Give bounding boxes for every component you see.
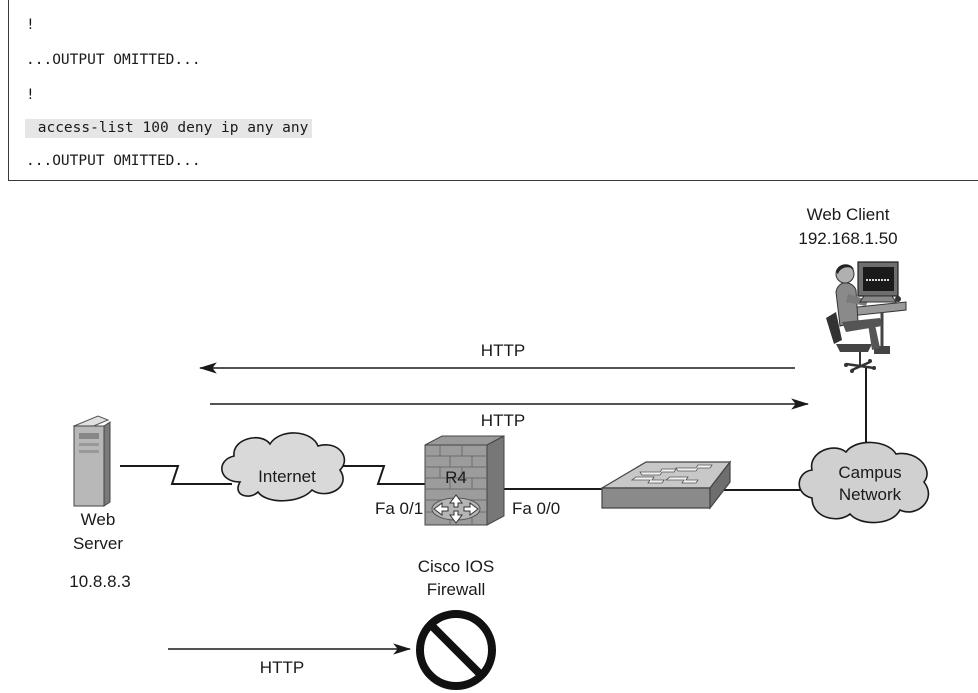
web-client-name: Web Client (806, 205, 890, 224)
web-server-icon (72, 415, 111, 507)
router-name: R4 (445, 468, 467, 487)
web-client-ip: 192.168.1.50 (798, 229, 898, 248)
http-label-middle: HTTP (480, 411, 526, 430)
interface-outside-label: Fa 0/1 (375, 499, 424, 518)
config-output-panel: ! ...OUTPUT OMITTED... ! access-list 100… (8, 0, 978, 181)
web-server-name-2: Server (72, 534, 124, 553)
serial-link-router (338, 465, 425, 485)
campus-cloud-label-2: Network (838, 485, 902, 504)
firewall-label-1: Cisco IOS (417, 557, 495, 576)
internet-cloud (221, 432, 346, 502)
web-client-icon (826, 261, 907, 373)
firewall-router-icon (424, 435, 505, 526)
web-server-name-1: Web (80, 510, 116, 529)
switch-icon (599, 460, 732, 510)
config-line: ! (26, 87, 35, 103)
config-line: ...OUTPUT OMITTED... (26, 52, 201, 68)
config-line-highlighted: access-list 100 deny ip any any (25, 119, 313, 138)
interface-inside-label: Fa 0/0 (512, 499, 561, 518)
config-line: ...OUTPUT OMITTED... (26, 153, 201, 169)
internet-cloud-label: Internet (258, 467, 316, 486)
http-label-top: HTTP (480, 341, 526, 360)
campus-network-cloud (798, 441, 930, 524)
config-line: ! (26, 17, 35, 33)
campus-cloud-label-1: Campus (838, 463, 902, 482)
web-server-ip: 10.8.8.3 (69, 572, 131, 591)
blocked-icon (416, 610, 496, 690)
http-label-blocked: HTTP (259, 658, 305, 677)
serial-link-server (120, 465, 232, 485)
firewall-label-2: Firewall (426, 580, 486, 599)
